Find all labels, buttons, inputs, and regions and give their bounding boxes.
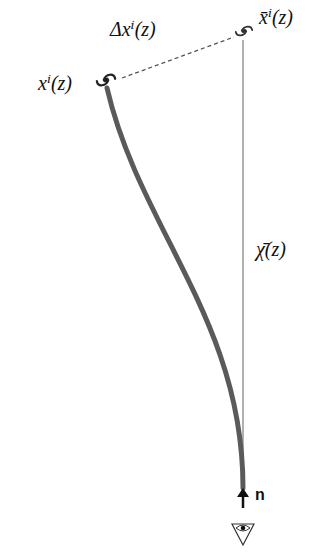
distance-label: χ̄(z): [256, 238, 286, 260]
arrow-head: [237, 488, 249, 497]
sight-line: [242, 40, 244, 490]
direction-label: n: [255, 486, 265, 504]
light-ray: [107, 88, 243, 488]
position-label: xⁱ(z): [38, 72, 72, 94]
observer-eye: [232, 524, 254, 545]
displacement-label: Δxⁱ(z): [110, 18, 156, 40]
galaxy-icon: [235, 25, 252, 36]
displacement-line: [122, 37, 234, 78]
galaxy-icon: [96, 73, 116, 86]
position-label: x̄ⁱ(z): [259, 6, 293, 28]
